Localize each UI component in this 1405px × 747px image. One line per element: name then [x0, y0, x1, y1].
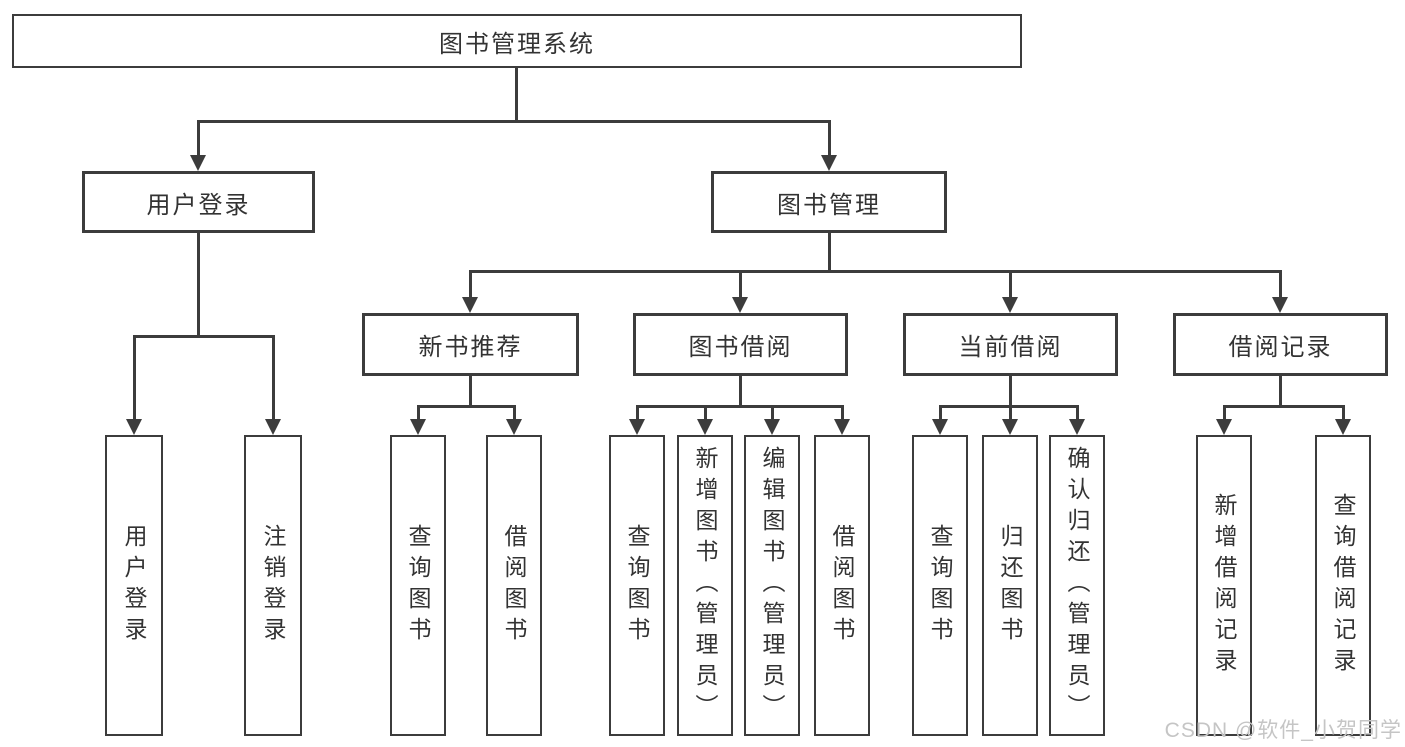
node-current-borrowing: 当前借阅 — [903, 313, 1118, 376]
csdn-watermark: CSDN @软件_小贺同学 — [1164, 719, 1402, 742]
leaf-query-borrow-record: 查询借阅记录 — [1315, 435, 1371, 736]
connector-borrowing-bar — [636, 405, 844, 408]
connector-arrowhead — [1216, 419, 1232, 435]
connector-stem-user-login — [197, 120, 200, 160]
leaf-borrow-books-recommend-label: 借阅图书 — [501, 523, 527, 648]
leaf-borrow-books-borrowing: 借阅图书 — [814, 435, 870, 736]
leaf-borrow-books-borrowing-label: 借阅图书 — [829, 523, 855, 648]
connector-root-drop — [515, 68, 518, 121]
leaf-query-books-current-label: 查询图书 — [927, 523, 953, 648]
connector-stem-leaf — [1342, 405, 1345, 423]
leaf-user-login-label: 用户登录 — [121, 523, 147, 648]
leaf-query-books-current: 查询图书 — [912, 435, 968, 736]
connector-stem-leaf — [1009, 405, 1012, 423]
connector-records-drop — [1279, 376, 1282, 407]
connector-stem-leaf — [1076, 405, 1079, 423]
connector-stem-leaf — [939, 405, 942, 423]
connector-stem-level3 — [1279, 270, 1282, 301]
leaf-query-books-recommend-label: 查询图书 — [405, 523, 431, 648]
leaf-edit-book-admin-label: 编辑图书（管理员） — [759, 446, 785, 725]
connector-recommend-bar — [417, 405, 516, 408]
leaf-edit-book-admin: 编辑图书（管理员） — [744, 435, 800, 736]
connector-stem-level3 — [1009, 270, 1012, 301]
node-borrowing-records: 借阅记录 — [1173, 313, 1388, 376]
leaf-user-login: 用户登录 — [105, 435, 163, 736]
connector-stem-leaf — [513, 405, 516, 423]
connector-arrowhead — [764, 419, 780, 435]
leaf-add-book-admin-label: 新增图书（管理员） — [692, 446, 718, 725]
node-book-management: 图书管理 — [711, 171, 947, 233]
node-new-book-recommendation: 新书推荐 — [362, 313, 579, 376]
connector-arrowhead — [697, 419, 713, 435]
connector-stem-leaf — [636, 405, 639, 423]
connector-arrowhead — [932, 419, 948, 435]
connector-book-management-bar — [469, 270, 1282, 273]
connector-arrowhead — [410, 419, 426, 435]
connector-arrowhead — [1335, 419, 1351, 435]
connector-arrowhead — [126, 419, 142, 435]
node-book-borrowing: 图书借阅 — [633, 313, 848, 376]
leaf-add-book-admin: 新增图书（管理员） — [677, 435, 733, 736]
node-root: 图书管理系统 — [12, 14, 1022, 68]
leaf-add-borrow-record: 新增借阅记录 — [1196, 435, 1252, 736]
connector-current-drop — [1009, 376, 1012, 407]
connector-user-login-drop — [197, 233, 200, 337]
connector-book-management-drop — [828, 233, 831, 272]
node-user-login-label: 用户登录 — [146, 191, 251, 219]
leaf-query-borrow-record-label: 查询借阅记录 — [1330, 492, 1356, 679]
connector-stem-leaf — [417, 405, 420, 423]
connector-arrowhead — [190, 155, 206, 171]
node-root-label: 图书管理系统 — [439, 30, 595, 58]
connector-arrowhead — [265, 419, 281, 435]
connector-borrowing-drop — [739, 376, 742, 407]
leaf-query-books-borrowing: 查询图书 — [609, 435, 665, 736]
node-current-borrowing-label: 当前借阅 — [958, 334, 1063, 361]
connector-stem-leaf — [771, 405, 774, 423]
leaf-confirm-return-admin-label: 确认归还（管理员） — [1064, 446, 1090, 725]
connector-arrowhead — [1272, 297, 1288, 313]
connector-stem-leaf — [133, 335, 136, 423]
connector-stem-leaf — [704, 405, 707, 423]
leaf-query-books-borrowing-label: 查询图书 — [624, 523, 650, 648]
connector-user-login-bar — [133, 335, 275, 338]
leaf-confirm-return-admin: 确认归还（管理员） — [1049, 435, 1105, 736]
connector-arrowhead — [834, 419, 850, 435]
connector-arrowhead — [821, 155, 837, 171]
connector-stem-level3 — [469, 270, 472, 301]
connector-arrowhead — [462, 297, 478, 313]
leaf-add-borrow-record-label: 新增借阅记录 — [1211, 492, 1237, 679]
connector-arrowhead — [506, 419, 522, 435]
connector-arrowhead — [1002, 419, 1018, 435]
connector-recommend-drop — [469, 376, 472, 407]
connector-stem-leaf — [272, 335, 275, 423]
connector-stem-book-management — [828, 120, 831, 160]
connector-root-bar — [197, 120, 831, 123]
connector-stem-leaf — [841, 405, 844, 423]
leaf-logout-label: 注销登录 — [260, 523, 286, 648]
connector-arrowhead — [1069, 419, 1085, 435]
connector-stem-level3 — [739, 270, 742, 301]
node-book-borrowing-label: 图书借阅 — [688, 334, 793, 361]
node-book-management-label: 图书管理 — [777, 191, 881, 219]
node-borrowing-records-label: 借阅记录 — [1228, 334, 1333, 361]
connector-arrowhead — [1002, 297, 1018, 313]
connector-arrowhead — [629, 419, 645, 435]
connector-records-bar — [1223, 405, 1345, 408]
leaf-logout: 注销登录 — [244, 435, 302, 736]
leaf-query-books-recommend: 查询图书 — [390, 435, 446, 736]
leaf-return-books-label: 归还图书 — [997, 523, 1023, 648]
connector-stem-leaf — [1223, 405, 1226, 423]
leaf-return-books: 归还图书 — [982, 435, 1038, 736]
node-new-book-recommendation-label: 新书推荐 — [418, 334, 523, 361]
leaf-borrow-books-recommend: 借阅图书 — [486, 435, 542, 736]
node-user-login: 用户登录 — [82, 171, 315, 233]
connector-arrowhead — [732, 297, 748, 313]
